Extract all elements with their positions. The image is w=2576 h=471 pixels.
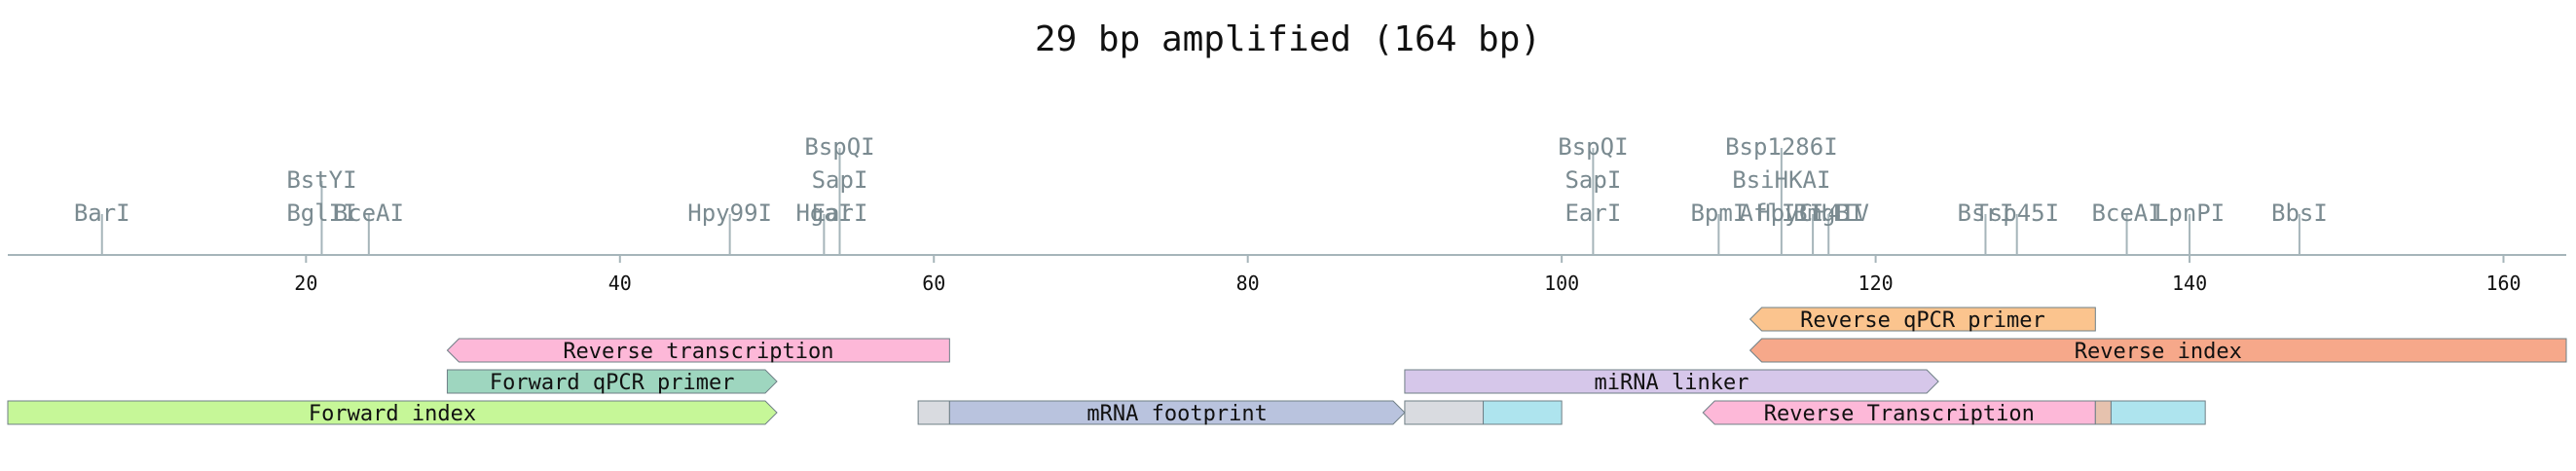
enzyme-label: BspQI [1558,133,1628,161]
enzyme-label: HgaI [795,199,852,227]
feature-shape [917,400,950,425]
feature-segment[interactable] [1483,400,1563,425]
feature-forward-index[interactable]: Forward index [7,400,778,426]
enzyme-label: HpyCH4IV [1756,199,1869,227]
feature-label: miRNA linker [1595,371,1749,395]
feature-label: Reverse transcription [563,340,833,364]
feature-shape [1702,400,2096,425]
enzyme-label: Hpy99I [687,199,772,227]
enzyme-label: BstYI [286,166,356,194]
feature-segment[interactable] [2110,400,2206,425]
enzyme-label: BarI [74,199,130,227]
feature-segment[interactable] [917,400,950,425]
axis-ticks: 20 40 60 80 100 120 140 160 [294,255,2521,295]
tick-label: 100 [1544,272,1579,295]
feature-label: Reverse index [2075,340,2242,364]
feature-reverse-index[interactable]: Reverse index [1748,338,2567,364]
enzyme-label: BspQI [804,133,874,161]
feature-mirna-linker[interactable]: miRNA linker [1404,369,1939,395]
feature-reverse-transcription[interactable]: Reverse Transcription [1702,400,2096,426]
feature-shape [7,400,778,425]
map-title: 29 bp amplified (164 bp) [1035,19,1541,59]
enzyme-label: Bsp1286I [1725,133,1838,161]
feature-forward-qpcr-primer[interactable]: Forward qPCR primer [446,369,778,395]
enzyme-label: BsiHKAI [1732,166,1830,194]
tick-label: 140 [2172,272,2207,295]
enzyme-label: EarI [1564,199,1621,227]
tick-label: 80 [1236,272,1260,295]
tick-label: 60 [922,272,945,295]
enzyme-label: BceAI [334,199,404,227]
feature-label: mRNA footprint [1086,402,1267,426]
tick-label: 20 [294,272,317,295]
feature-label: Forward index [309,402,476,426]
feature-label: Reverse qPCR primer [1800,308,2045,333]
feature-reverse-qpcr-primer[interactable]: Reverse qPCR primer [1748,307,2096,333]
enzyme-label: BbsI [2271,199,2328,227]
feature-shape [1748,307,2096,332]
tick-label: 40 [608,272,632,295]
enzyme-label: AflIII [1740,199,1824,227]
feature-shape [948,400,1406,425]
enzyme-label: Tsp45I [1974,199,2059,227]
feature-label: Reverse Transcription [1764,402,2035,426]
feature-mrna-footprint[interactable]: mRNA footprint [948,400,1406,426]
feature-shape [1748,338,2567,363]
enzyme-label: EarI [812,199,868,227]
feature-shape [1404,369,1939,394]
feature-segment[interactable] [2094,400,2112,425]
enzyme-label: SapI [812,166,868,194]
feature-shape [2110,400,2206,425]
feature-shape [2094,400,2112,425]
enzyme-label: LpnPI [2154,199,2225,227]
enzyme-label: BceAI [2091,199,2161,227]
feature-shape [1404,400,1485,425]
feature-shape [446,369,778,394]
feature-shape [1483,400,1563,425]
feature-label: Forward qPCR primer [490,371,735,395]
feature-shape [446,338,950,363]
tick-label: 120 [1858,272,1894,295]
enzyme-label: BpmI [1690,199,1747,227]
feature-segment[interactable] [1404,400,1485,425]
tick-label: 160 [2485,272,2521,295]
enzyme-label: BsrI [1958,199,2014,227]
enzyme-label: BmgBI [1793,199,1863,227]
enzyme-label: SapI [1564,166,1621,194]
feature-reverse-transcription[interactable]: Reverse transcription [446,338,950,364]
enzyme-label: BglII [286,199,356,227]
